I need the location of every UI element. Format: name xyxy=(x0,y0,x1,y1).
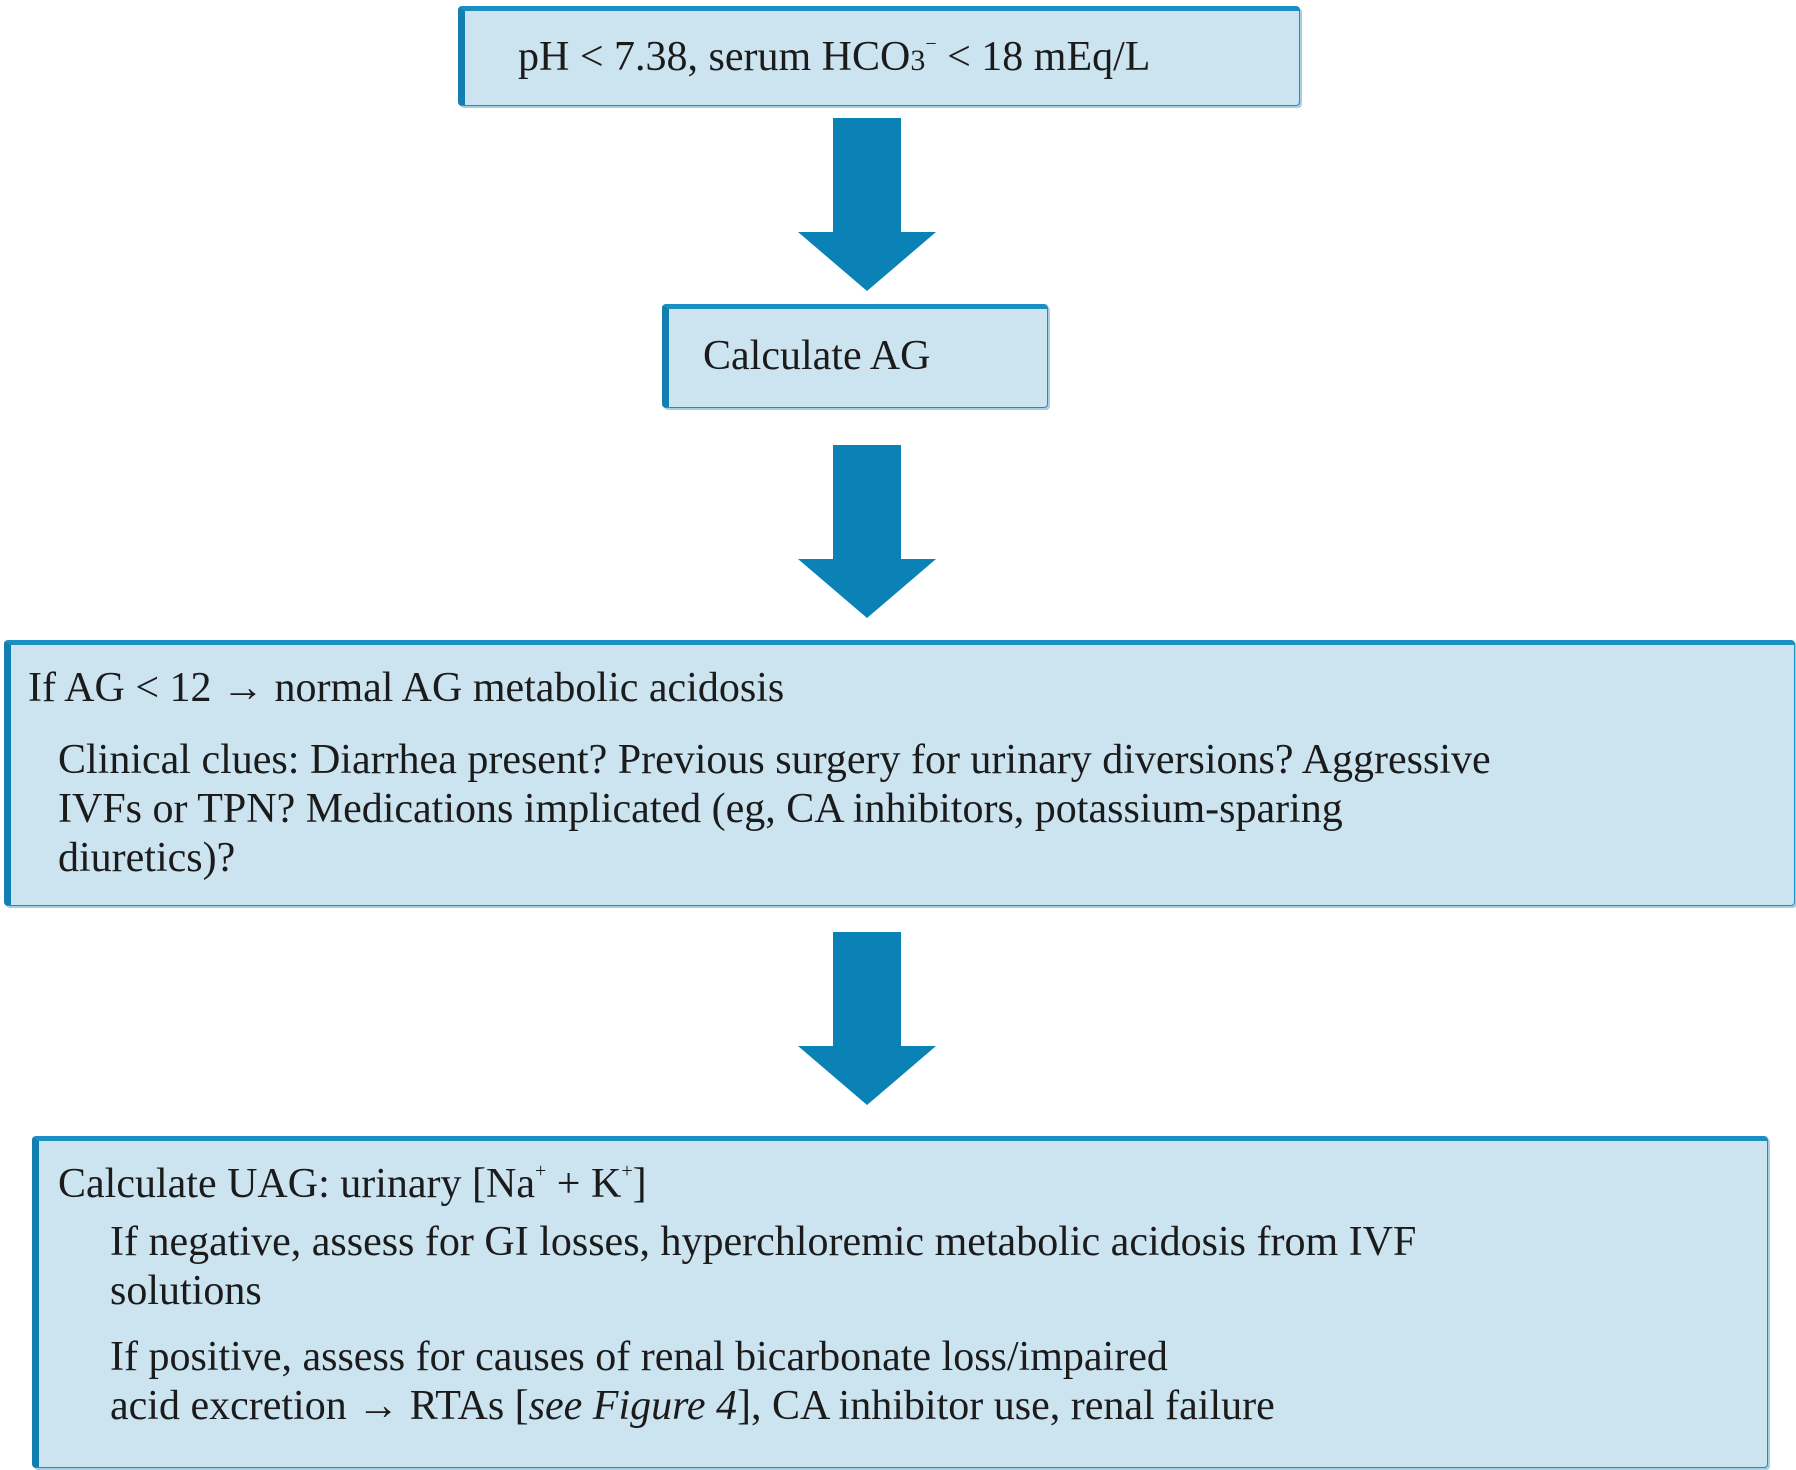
down-arrow-icon-2 xyxy=(798,445,936,618)
clinical-clues-line-1: Clinical clues: Diarrhea present? Previo… xyxy=(58,737,1491,783)
down-arrow-icon-3 xyxy=(798,932,936,1105)
uag-positive-line-2: acid excretion → RTAs [see Figure 4], CA… xyxy=(110,1381,1275,1431)
hco3-charge-superscript: − xyxy=(925,33,937,55)
uag-negative-line-1: If negative, assess for GI losses, hyper… xyxy=(110,1219,1417,1265)
uag-positive-line-2-part1: acid excretion → RTAs [ xyxy=(110,1383,529,1429)
step-heading-normal-ag: If AG < 12 → normal AG metabolic acidosi… xyxy=(28,665,785,711)
step-text-calculate-ag: Calculate AG xyxy=(703,333,931,379)
step-text-ph-part2: < 18 mEq/L xyxy=(936,34,1151,80)
uag-negative-line-2: solutions xyxy=(110,1268,262,1314)
figure-4-reference: see Figure 4 xyxy=(528,1383,738,1429)
step-box-calculate-ag xyxy=(662,304,1048,408)
k-charge-superscript: + xyxy=(621,1160,633,1182)
uag-positive-line-1: If positive, assess for causes of renal … xyxy=(110,1334,1168,1380)
na-charge-superscript: + xyxy=(535,1160,547,1182)
uag-positive-line-2-part2: ], CA inhibitor use, renal failure xyxy=(737,1383,1275,1429)
clinical-clues-line-2: IVFs or TPN? Medications implicated (eg,… xyxy=(58,786,1343,832)
step-text-ph-hco3: pH < 7.38, serum HCO3− < 18 mEq/L xyxy=(518,32,1150,86)
step-box-normal-ag-acidosis xyxy=(4,640,1795,906)
step-box-ph-hco3 xyxy=(458,6,1300,106)
uag-heading-part3: ] xyxy=(632,1161,647,1207)
hco3-subscript: 3 xyxy=(910,44,926,77)
clinical-clues-line-3: diuretics)? xyxy=(58,835,236,881)
step-box-calculate-uag xyxy=(32,1136,1768,1468)
step-heading-uag: Calculate UAG: urinary [Na+ + K+] xyxy=(58,1159,647,1209)
uag-heading-part1: Calculate UAG: urinary [Na xyxy=(58,1161,535,1207)
down-arrow-icon-1 xyxy=(798,118,936,291)
uag-heading-part2: + K xyxy=(546,1161,622,1207)
step-text-ph-part1: pH < 7.38, serum HCO xyxy=(518,34,911,80)
